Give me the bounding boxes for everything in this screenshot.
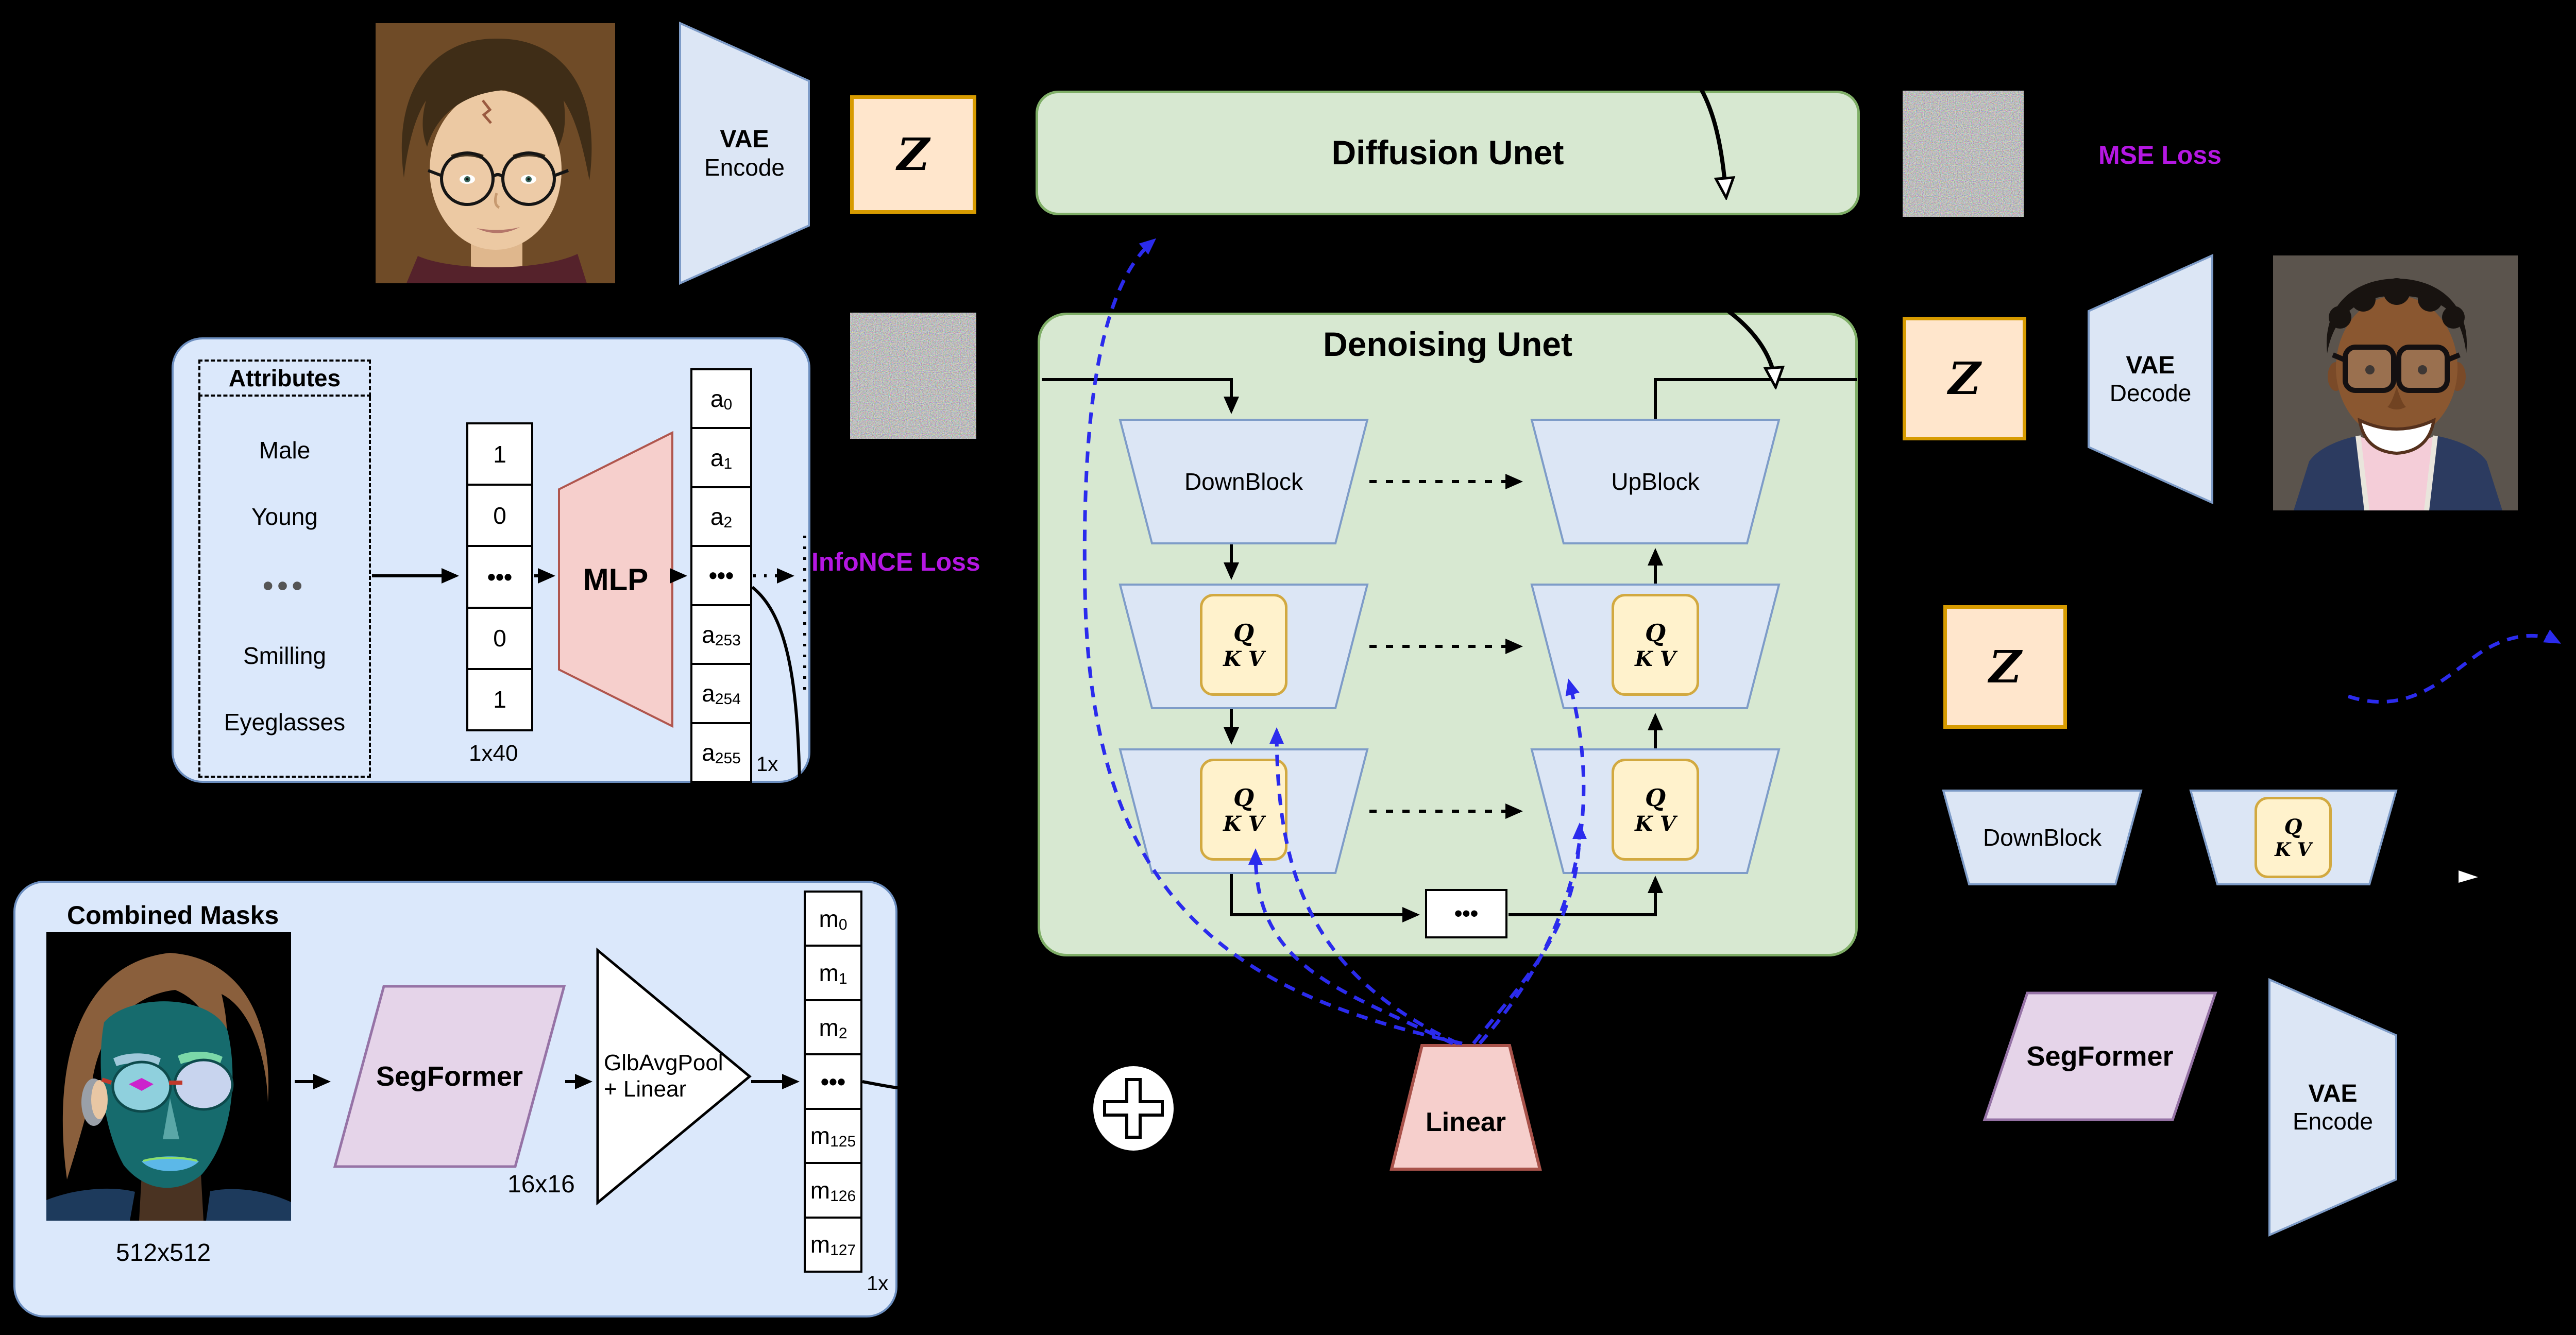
mask-vector-dim: 1x [867,1272,889,1295]
combined-masks-image [46,932,291,1221]
attribute-item: Male [259,437,311,464]
latent-z-top-label: Z [897,128,929,181]
vector-cell: ••• [466,545,533,609]
vector-cell: 0 [466,606,533,670]
upblock: UpBlock [1530,419,1781,544]
output-face-image [2273,255,2518,510]
vector-cell: 1 [466,422,533,486]
qkv-attention: Q K V [2255,797,2332,878]
diffusion-unet-box: Diffusion Unet [1036,91,1860,215]
attn-downblock-2: Q K V [1118,748,1369,874]
vae-decode-label-line1: VAE [2126,351,2175,379]
vector-cell: 0 [466,484,533,547]
conditioning-legend-arrow [2347,629,2562,704]
attribute-item: Smilling [243,642,327,670]
downblock: DownBlock [1118,419,1369,544]
segformer-block: SegFormer [333,985,566,1168]
vae-encode-top: VAE Encode [679,21,810,285]
input-vector-dim: 1x40 [469,741,518,766]
pool-label-line2: + Linear [604,1076,687,1102]
cursor-icon [2459,870,2479,884]
attribute-item: Eyeglasses [224,708,346,735]
vae-encode-label-line1: VAE [720,126,769,153]
attributes-dashed-body: Male Young ••• Smilling Eyeglasses [198,397,371,778]
diffusion-unet-title: Diffusion Unet [1331,133,1564,172]
legend-segformer: SegFormer [1982,991,2217,1121]
qkv-attention: Q K V [1200,759,1287,861]
vae-decode: VAE Decode [2088,253,2213,505]
vector-cell: ••• [690,545,752,606]
latent-z-right: Z [1903,317,2026,440]
vector-cell: ••• [804,1053,862,1110]
vae-encode-label-line2: Encode [704,153,785,181]
noise-image-top [1903,91,2024,217]
attribute-item-ellipsis: ••• [263,569,307,603]
attn-upblock-2: Q K V [1530,748,1781,874]
qkv-attention: Q K V [1612,594,1699,696]
infonce-loss-label: InfoNCE Loss [811,547,980,576]
legend-qkv-block: Q K V [2189,790,2398,885]
vector-cell: 1 [466,668,533,732]
segformer-label: SegFormer [376,1060,523,1092]
attributes-title: Attributes [228,365,341,391]
combined-masks-title: Combined Masks [67,901,279,930]
mse-loss-label: MSE Loss [2098,141,2222,169]
attn-upblock-1: Q K V [1530,584,1781,709]
bottleneck-block: ••• [1425,889,1507,938]
legend-vae-encode-line2: Encode [2292,1108,2373,1135]
upblock-label: UpBlock [1611,468,1700,495]
legend-downblock-label: DownBlock [1982,824,2102,851]
input-face-image [376,23,615,283]
mlp-label: MLP [583,562,649,597]
downblock-label: DownBlock [1184,468,1303,495]
legend-vae-encode-line1: VAE [2308,1080,2358,1107]
embedding-vector-dim: 1x [756,753,778,776]
denoising-unet-title: Denoising Unet [1323,325,1572,363]
segformer-out-dim: 16x16 [507,1171,575,1198]
legend-z: Z [1943,605,2067,729]
attribute-item: Young [251,503,318,530]
linear-block: Linear [1389,1044,1542,1171]
mask-size-label: 512x512 [116,1239,211,1266]
attribute-input-vector: 1 0 ••• 0 1 [466,422,533,732]
linear-label: Linear [1425,1107,1506,1138]
qkv-attention: Q K V [1200,594,1287,696]
vae-decode-label-line2: Decode [2109,380,2192,407]
noise-image-center [850,313,976,439]
legend-z-label: Z [1989,641,2022,693]
latent-z-right-label: Z [1948,352,1981,405]
pool-label-line1: GlbAvgPool [604,1050,723,1076]
legend-segformer-label: SegFormer [2026,1040,2174,1072]
legend-downblock: DownBlock [1942,790,2143,885]
concat-plus-icon [1092,1065,1175,1152]
legend-vae-encode: VAE Encode [2268,978,2397,1237]
attributes-dashed-header: Attributes [198,360,371,397]
attn-downblock-1: Q K V [1118,584,1369,709]
glbavgpool-linear-block: GlbAvgPool + Linear [596,947,752,1206]
latent-z-top: Z [850,95,976,214]
mlp-block: MLP [558,431,673,728]
qkv-attention: Q K V [1612,759,1699,861]
